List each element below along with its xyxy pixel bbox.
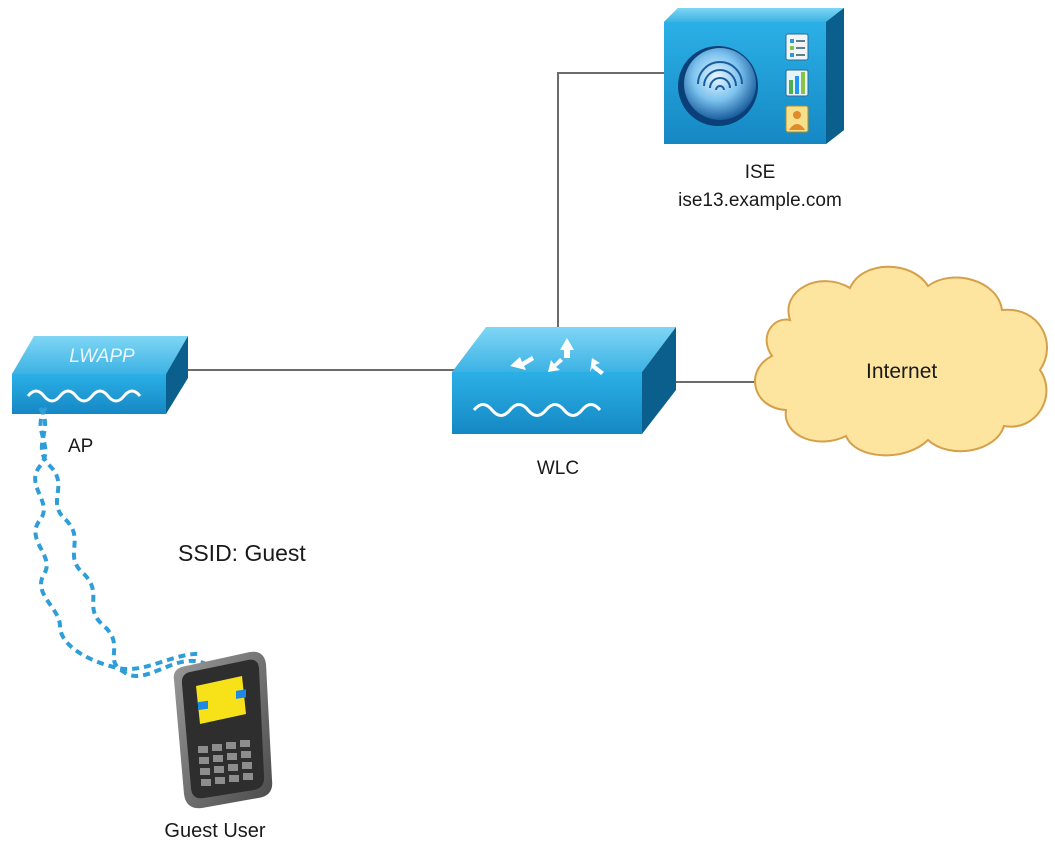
wlc-label: WLC	[536, 458, 580, 479]
ap-label: AP	[68, 436, 94, 457]
ap-badge: LWAPP	[69, 346, 135, 367]
link-ise-wlc	[557, 72, 664, 340]
links	[188, 72, 768, 383]
guest-user-label: Guest User	[164, 820, 266, 842]
wireless-controller-icon	[452, 327, 676, 434]
ise-name-label: ISE	[744, 162, 776, 183]
smartphone-icon	[173, 651, 273, 809]
ssid-label: SSID: Guest	[178, 540, 306, 566]
access-point-icon: LWAPP	[12, 336, 188, 414]
ise-server-icon	[664, 8, 844, 144]
internet-label: Internet	[866, 360, 938, 383]
ise-hostname-label: ise13.example.com	[678, 190, 842, 211]
cloud-icon	[754, 265, 1049, 457]
wireless-signal-icon	[33, 406, 207, 678]
